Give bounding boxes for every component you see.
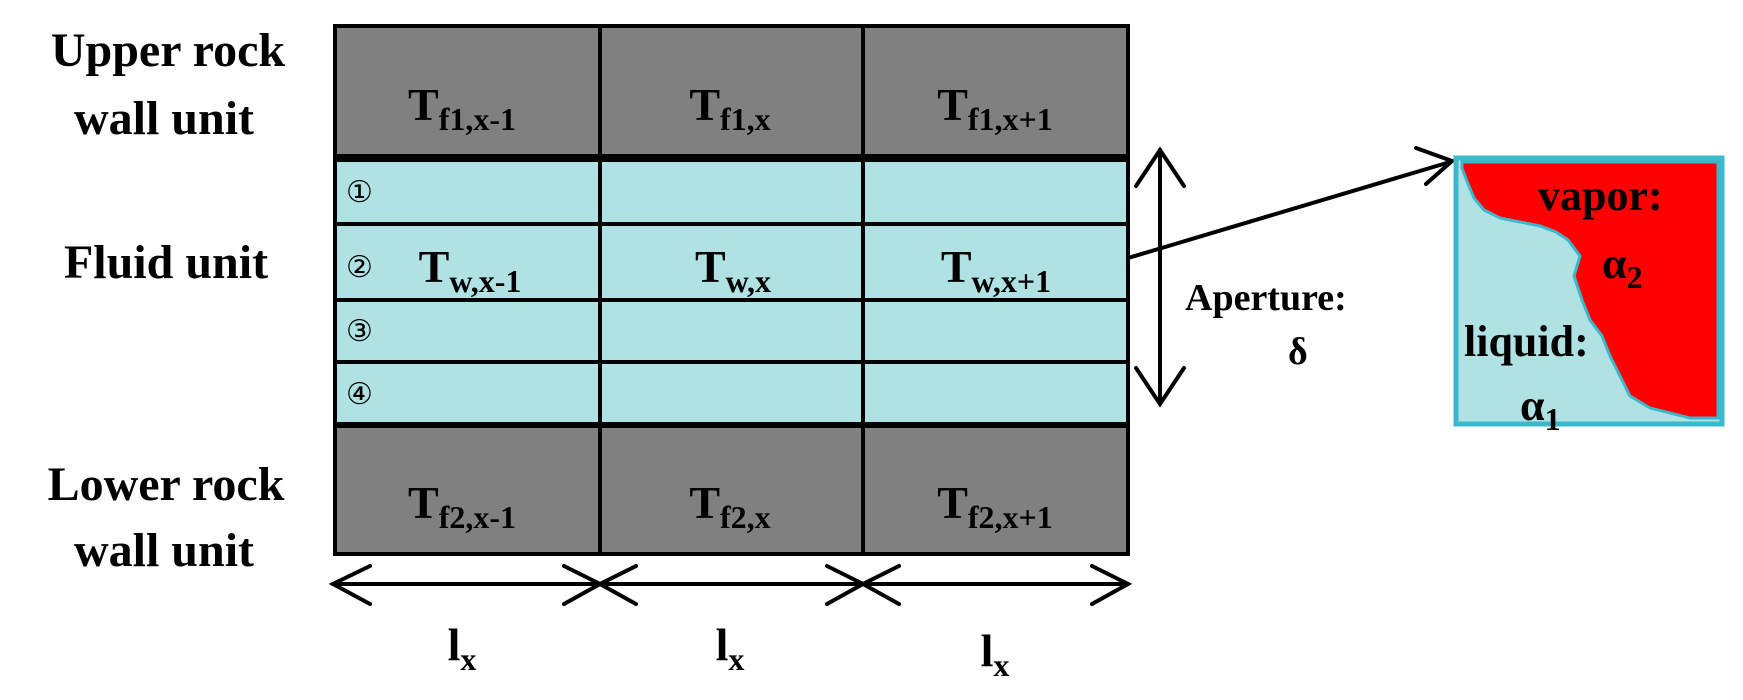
fluid-cell-3-3 xyxy=(861,298,1130,364)
fluid-temp-1: Tw,x-1 xyxy=(419,241,522,299)
fluid-cell-1-1 xyxy=(333,158,602,226)
fluid-cell-1-2 xyxy=(598,158,865,226)
vapor-alpha: α2 xyxy=(1602,239,1643,295)
aperture-symbol: δ xyxy=(1288,331,1308,373)
fluid-cell-2-2 xyxy=(598,222,865,302)
inset-pointer-arrow xyxy=(1126,146,1456,260)
fluid-cell-4-3 xyxy=(861,360,1130,426)
layer-marker-3: ③ xyxy=(346,315,373,348)
upper-rock-label-line2: wall unit xyxy=(74,92,254,145)
fluid-cell-4-1 xyxy=(333,360,602,426)
layer-marker-4: ④ xyxy=(346,378,373,411)
fluid-temp-3: Tw,x+1 xyxy=(941,241,1051,299)
lower-rock-cell-1 xyxy=(333,424,602,556)
lower-rock-cell-2 xyxy=(598,424,865,556)
liquid-label: liquid: xyxy=(1464,317,1589,366)
upper-rock-cell-1 xyxy=(333,24,602,158)
lower-temp-1: Tf2,x-1 xyxy=(408,477,516,535)
length-label-2: lx xyxy=(716,619,745,677)
fluid-cell-3-1 xyxy=(333,298,602,364)
fluid-cell-1-3 xyxy=(861,158,1130,226)
liquid-alpha: α1 xyxy=(1520,381,1561,437)
fluid-cell-3-2 xyxy=(598,298,865,364)
lower-rock-label-line1: Lower rock xyxy=(48,458,285,511)
lower-rock-label-line2: wall unit xyxy=(74,524,254,577)
lower-temp-2: Tf2,x xyxy=(689,477,770,535)
upper-rock-row xyxy=(333,24,1130,158)
length-label-1: lx xyxy=(448,619,477,677)
fluid-rows xyxy=(333,158,1130,426)
upper-rock-cell-2 xyxy=(598,24,865,158)
lower-temp-3: Tf2,x+1 xyxy=(937,477,1053,535)
upper-rock-cell-3 xyxy=(861,24,1130,158)
phase-inset xyxy=(1453,155,1725,427)
length-arrows xyxy=(328,564,1133,606)
fluid-unit-label: Fluid unit xyxy=(64,236,268,289)
fluid-cell-4-2 xyxy=(598,360,865,426)
upper-temp-2: Tf1,x xyxy=(689,79,770,137)
length-label-3: lx xyxy=(981,625,1010,683)
layer-marker-1: ① xyxy=(346,176,373,209)
aperture-label: Aperture: xyxy=(1185,277,1347,319)
vapor-label: vapor: xyxy=(1538,171,1663,220)
lower-rock-cell-3 xyxy=(861,424,1130,556)
layer-marker-2: ② xyxy=(346,251,373,284)
aperture-arrow xyxy=(1134,146,1186,408)
inset-vapor-region xyxy=(1460,160,1720,420)
upper-temp-1: Tf1,x-1 xyxy=(408,79,516,137)
upper-rock-label-line1: Upper rock xyxy=(51,24,286,77)
fluid-temp-2: Tw,x xyxy=(695,241,771,299)
upper-temp-3: Tf1,x+1 xyxy=(937,79,1053,137)
lower-rock-row xyxy=(333,424,1130,556)
